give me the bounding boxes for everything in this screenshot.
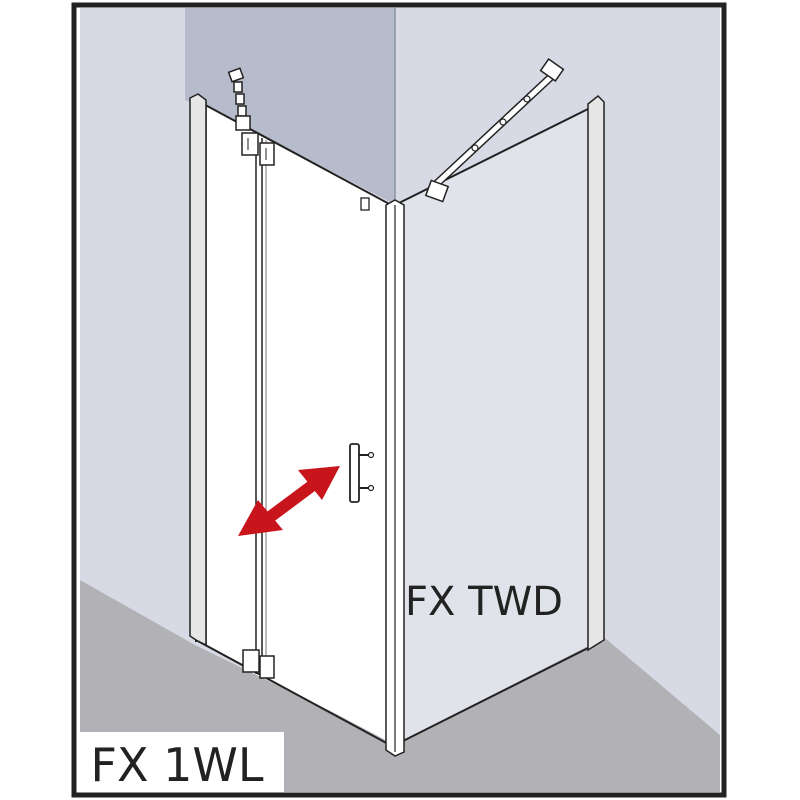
handle-icon (349, 443, 375, 503)
double-headed-arrow-icon (238, 466, 340, 536)
door-frame-top (195, 99, 396, 208)
side-panel (385, 94, 605, 757)
door-stop-top (360, 197, 370, 211)
door-glass (196, 100, 395, 745)
door-model-label: FX 1WL (91, 738, 264, 792)
hinge-top (241, 132, 275, 166)
door-panel (189, 93, 396, 746)
side-panel-glass (395, 108, 590, 745)
stabilizer-bar-right (424, 58, 565, 203)
back-wall (185, 8, 395, 205)
hinge-bottom (242, 649, 275, 679)
diagram-border (71, 2, 727, 798)
door-frame-bottom (195, 639, 391, 746)
side-panel-label: FX TWD (405, 579, 563, 625)
stabilizer-bar-left (227, 67, 251, 131)
wall-profile-left (189, 93, 207, 647)
wall-profile-right (587, 94, 605, 652)
door-model-label-box (70, 732, 284, 794)
